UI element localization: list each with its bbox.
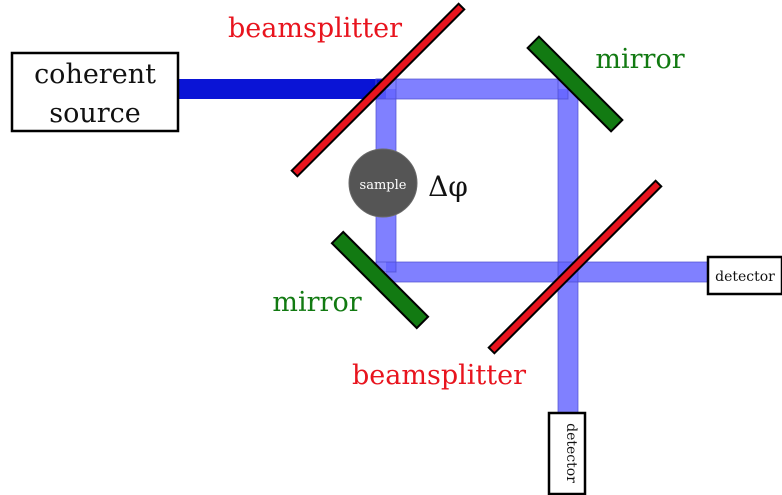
mirror-bottom-left-shape [330,230,430,330]
detector-right-label: detector [715,269,775,285]
detector-bottom-box [547,411,587,495]
mirror-top-right: mirror [526,35,685,133]
sample-label: sample [360,178,407,193]
beamsplitter-top-shape [290,2,466,178]
mirror-bottom-left: mirror [272,230,430,330]
mirror-top-right-label: mirror [595,44,684,75]
mirror-top-right-shape [526,35,624,133]
beamsplitter-bottom-label: beamsplitter [352,360,526,391]
detector-right: detector [706,255,782,296]
phase-shift-label: Δφ [428,170,468,203]
source-box [10,51,180,133]
source-label-line2: source [49,98,141,129]
detector-right-box [706,255,782,296]
mirror-bottom-left-label: mirror [272,287,361,318]
beamsplitter-bottom: beamsplitter [352,179,663,391]
sample-element: sample Δφ [348,148,468,218]
sample-circle [348,148,418,218]
source-label-line1: coherent [34,59,156,90]
detector-bottom-label: detector [563,423,579,483]
beamsplitter-top-label: beamsplitter [228,13,402,44]
coherent-source: coherent source [10,51,180,133]
beamsplitter-bottom-shape [487,179,663,355]
beamsplitter-top: beamsplitter [228,2,466,178]
detector-bottom: detector [547,411,587,495]
